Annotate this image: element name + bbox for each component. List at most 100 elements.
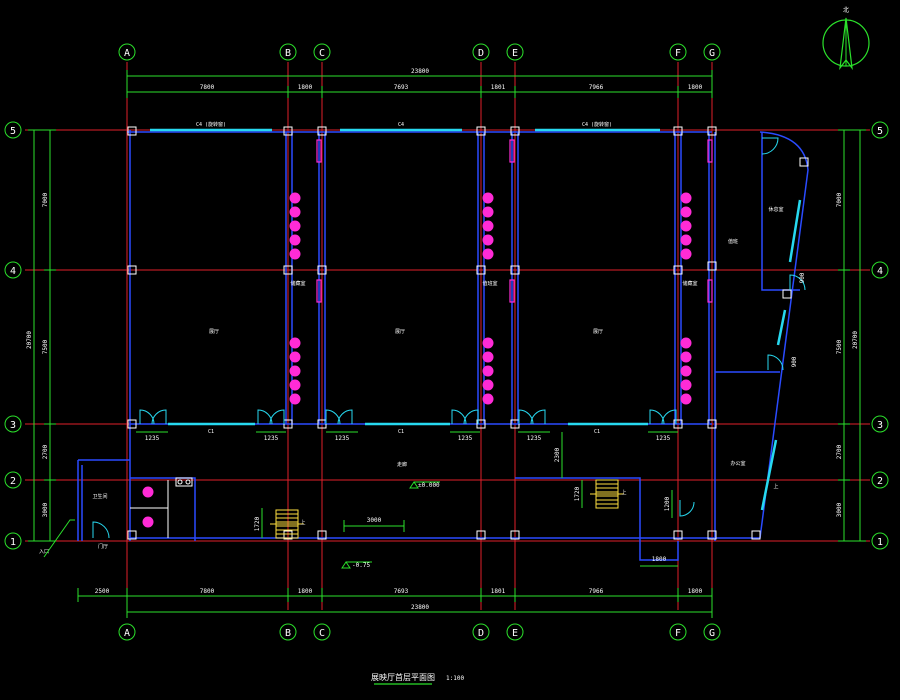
dim-bottom-seg-6: 7966: [589, 588, 604, 595]
entrance-label: 入口: [39, 549, 49, 555]
axis-label-bottom-g: G: [709, 628, 715, 639]
axis-label-top-g: G: [709, 48, 715, 59]
window-label-mid-3: C1: [594, 429, 600, 435]
axis-label-left-3: 3: [10, 420, 16, 431]
dim-left-seg-2: 7500: [42, 339, 49, 354]
dim-right-total: 20700: [852, 331, 859, 349]
dim-top-seg-3: 7693: [394, 84, 409, 91]
inner-dim-1720-b: 1720: [574, 486, 581, 501]
room-label-lounge: 休息室: [768, 206, 783, 213]
dim-right-seg-4: 3000: [836, 502, 843, 517]
dim-bottom-seg-2: 7800: [200, 588, 215, 595]
dim-top-seg-1: 7800: [200, 84, 215, 91]
stair-up-label-2: 上: [621, 489, 626, 496]
drawing-title: 展映厅首层平面图: [371, 672, 435, 682]
dimension-lines-top: [126, 70, 713, 98]
inner-dim-3000: 3000: [367, 517, 382, 524]
axis-label-top-f: F: [675, 48, 681, 59]
level-floor: ±0.000: [418, 482, 440, 489]
axis-label-bottom-e: E: [512, 628, 518, 639]
stair-up-label-1: 上: [300, 519, 305, 526]
dim-bottom-seg-3: 1800: [298, 588, 313, 595]
windows: [150, 128, 802, 511]
door-dim-6: 1235: [656, 435, 671, 442]
door-dim-5: 1235: [527, 435, 542, 442]
axis-label-top-b: B: [285, 48, 291, 59]
window-label-top-1: C4 (旋转窗): [196, 121, 226, 128]
dimension-lines-right: [838, 129, 866, 542]
display-niches: [316, 139, 713, 303]
axis-label-right-3: 3: [877, 420, 883, 431]
dimension-lines-bottom: [77, 588, 713, 618]
axis-label-bottom-b: B: [285, 628, 291, 639]
drawing-scale: 1:100: [446, 675, 464, 682]
room-label-entry: 门厅: [98, 543, 108, 550]
axis-label-bottom-d: D: [478, 628, 484, 639]
axis-label-left-5: 5: [10, 126, 16, 137]
axis-label-left-1: 1: [10, 537, 16, 548]
dim-top-seg-5: 7966: [589, 84, 604, 91]
inner-dim-1800: 1800: [652, 556, 667, 563]
room-label-hall-3: 展厅: [593, 329, 603, 335]
room-label-hall-2: 展厅: [395, 329, 405, 335]
stairs: [270, 479, 624, 539]
dimension-lines-left: [28, 129, 56, 542]
axis-bubbles-top: [118, 43, 721, 61]
dim-bottom-seg-5: 1801: [491, 588, 506, 595]
axis-label-top-c: C: [319, 48, 325, 59]
dim-top-seg-2: 1800: [298, 84, 313, 91]
axis-label-left-2: 2: [10, 476, 16, 487]
door-swings: [92, 137, 806, 539]
door-dim-1: 1235: [145, 435, 160, 442]
room-label-side-2: 储藏室: [682, 280, 697, 287]
axis-bubbles-left: [4, 121, 22, 550]
north-label: 北: [843, 6, 849, 14]
dim-top-seg-4: 1801: [491, 84, 506, 91]
room-label-office: 办公室: [730, 460, 745, 467]
axis-bubbles-right: [871, 121, 889, 550]
axis-label-right-2: 2: [877, 476, 883, 487]
level-markers: [43, 481, 440, 569]
dim-right-seg-2: 7500: [836, 339, 843, 354]
axis-label-right-1: 1: [877, 537, 883, 548]
room-label-corridor: 走廊: [397, 461, 407, 468]
window-label-mid-1: C1: [208, 429, 214, 435]
exterior-wall-label: 上: [773, 483, 778, 490]
dim-bottom-seg-1: 2500: [95, 588, 110, 595]
dim-left-total: 20700: [26, 331, 33, 349]
door-dim-3: 1235: [335, 435, 350, 442]
axis-label-top-a: A: [124, 48, 130, 59]
inner-dim-2300: 2300: [554, 447, 561, 462]
level-outside: -0.75: [352, 562, 370, 569]
inner-dim-900-b: 900: [791, 356, 798, 367]
dim-left-seg-1: 7000: [42, 192, 49, 207]
axis-label-top-e: E: [512, 48, 518, 59]
window-label-top-2: C4: [398, 122, 404, 128]
inner-dim-900-a: 900: [799, 272, 806, 283]
dim-left-seg-3: 2700: [42, 444, 49, 459]
inner-dim-1720-a: 1720: [254, 516, 261, 531]
room-label-storage: 储藏室: [290, 280, 305, 287]
door-dim-2: 1235: [264, 435, 279, 442]
axis-grid-lines: [25, 62, 870, 610]
dim-right-seg-3: 2700: [836, 444, 843, 459]
dim-left-seg-4: 3000: [42, 502, 49, 517]
dim-bottom-total: 23800: [411, 604, 429, 611]
room-label-restroom: 卫生间: [92, 493, 107, 500]
axis-label-bottom-a: A: [124, 628, 130, 639]
inner-dim-1200: 1200: [664, 496, 671, 511]
inner-dimension-lines: [136, 431, 678, 567]
axis-bubbles-bottom: [118, 623, 721, 641]
display-cabinets: [142, 192, 692, 528]
axis-label-right-5: 5: [877, 126, 883, 137]
axis-label-bottom-f: F: [675, 628, 681, 639]
dim-top-seg-6: 1800: [688, 84, 703, 91]
north-arrow: [822, 17, 870, 71]
axis-label-right-4: 4: [877, 266, 883, 277]
room-label-side: 值班室: [482, 280, 497, 287]
dim-right-seg-1: 7000: [836, 192, 843, 207]
walls: [77, 130, 809, 561]
structural-columns: [127, 126, 809, 540]
restroom-fixtures: [130, 477, 193, 538]
